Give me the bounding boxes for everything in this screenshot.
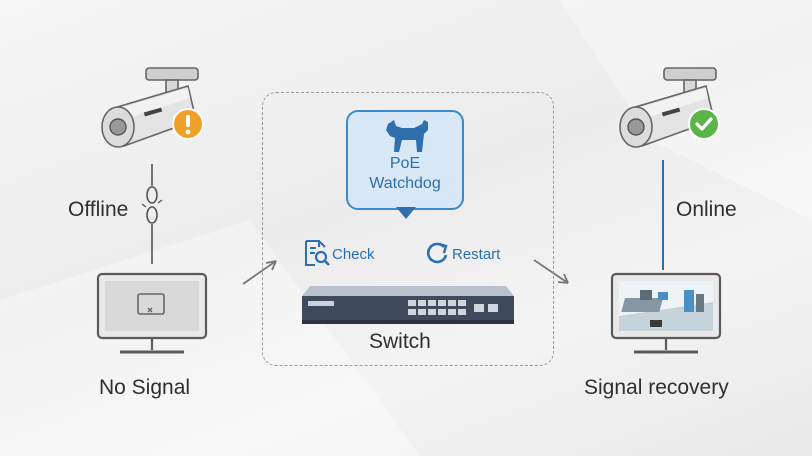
switch-process-container [262, 92, 554, 366]
online-label: Online [676, 198, 737, 221]
restart-icon [426, 242, 448, 264]
warning-badge-icon [172, 108, 204, 140]
watchdog-text: Watchdog [369, 175, 441, 192]
connection-line [662, 160, 664, 270]
poe-watchdog-callout: PoE Watchdog [346, 110, 464, 210]
no-signal-monitor-icon [96, 272, 208, 354]
online-camera-icon [619, 67, 717, 148]
callout-pointer-icon [396, 207, 416, 219]
check-document-icon [305, 240, 330, 266]
switch-label: Switch [369, 330, 431, 353]
arrow-left-to-center-icon [242, 260, 277, 285]
arrow-center-to-right-icon [533, 259, 569, 284]
restart-label: Restart [452, 246, 501, 263]
poe-text: PoE [389, 155, 421, 172]
no-signal-label: No Signal [99, 376, 191, 399]
signal-recovery-monitor-icon [610, 272, 722, 354]
signal-recovery-label: Signal recovery [584, 376, 729, 399]
check-label: Check [332, 246, 375, 263]
offline-label: Offline [68, 198, 129, 221]
dog-icon [386, 120, 428, 152]
broken-link-icon [141, 164, 163, 264]
ok-badge-icon [688, 108, 720, 140]
network-switch-icon [302, 286, 514, 324]
